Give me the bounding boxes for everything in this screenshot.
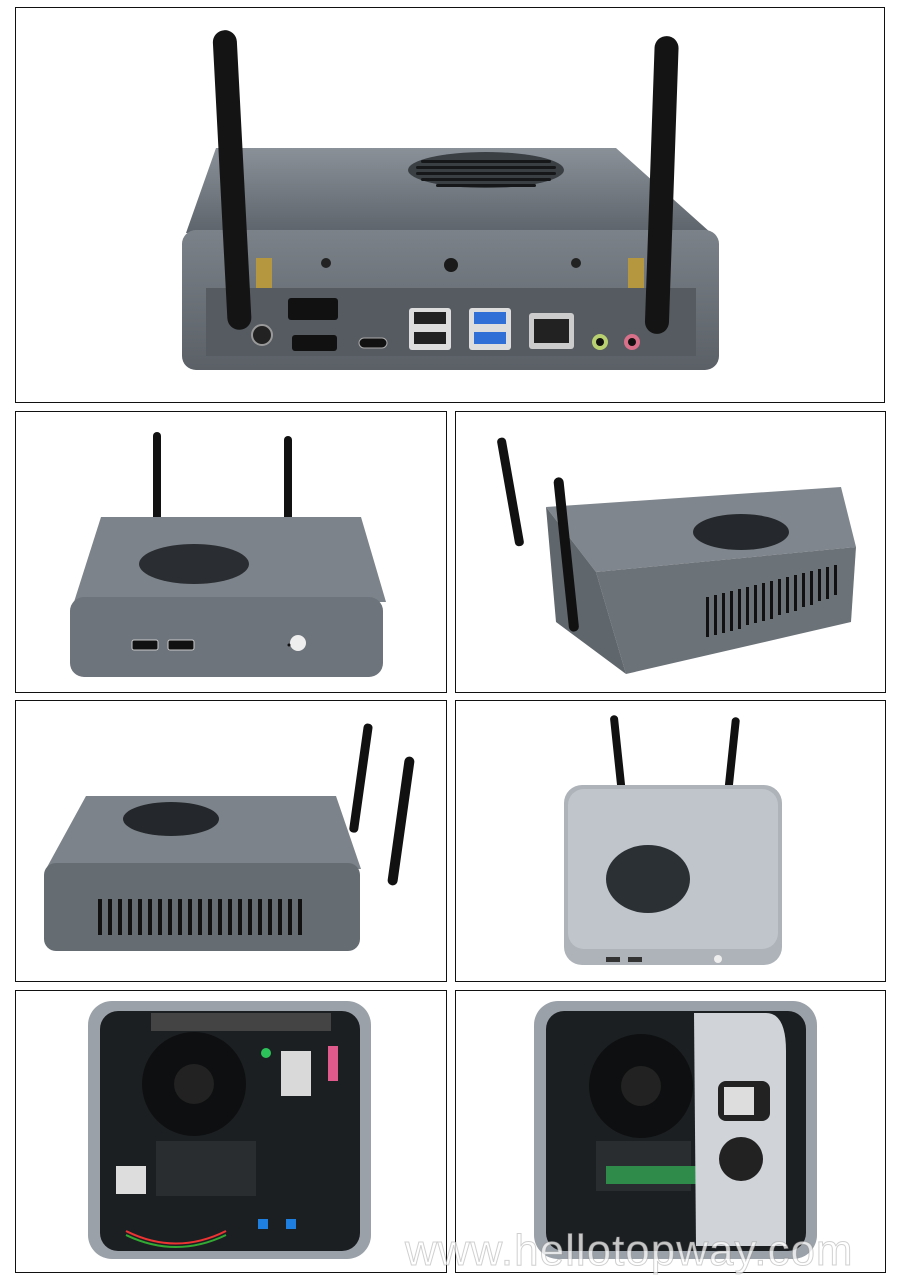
mini-pc-side-image xyxy=(44,723,415,951)
displayport xyxy=(288,298,338,320)
photo-internal-board xyxy=(15,990,447,1273)
photo-internal-bracket xyxy=(455,990,886,1273)
usb-c-port xyxy=(358,337,388,349)
bracket-image xyxy=(534,1001,817,1259)
antenna-right xyxy=(644,36,679,334)
usb-front-1 xyxy=(131,639,159,651)
watermark-text: www.hellotopway.com xyxy=(405,1226,854,1276)
hdmi-port xyxy=(292,335,337,351)
ssd-module xyxy=(281,1051,311,1096)
antenna-left xyxy=(212,30,252,330)
motherboard-image xyxy=(88,1001,371,1259)
mini-pc-rear-image xyxy=(182,30,719,370)
mini-pc-front-image xyxy=(70,432,386,677)
metal-bracket xyxy=(694,1013,786,1246)
photo-angled-side xyxy=(15,700,447,982)
photo-rear-view xyxy=(15,7,885,403)
usb-front-2 xyxy=(167,639,195,651)
photo-top-view xyxy=(455,700,886,982)
antenna-2 xyxy=(553,477,579,632)
ram-module xyxy=(606,1166,696,1184)
antenna-1 xyxy=(497,437,524,547)
photo-front-view xyxy=(15,411,447,693)
mini-pc-angled-image xyxy=(497,437,856,674)
mini-pc-top-image xyxy=(564,715,782,965)
photo-angled-rear-right xyxy=(455,411,886,693)
vent-grille xyxy=(408,152,564,188)
power-button-icon xyxy=(290,635,306,651)
dc-jack xyxy=(251,324,273,346)
antenna-1 xyxy=(349,723,373,833)
antenna-2 xyxy=(387,756,415,886)
